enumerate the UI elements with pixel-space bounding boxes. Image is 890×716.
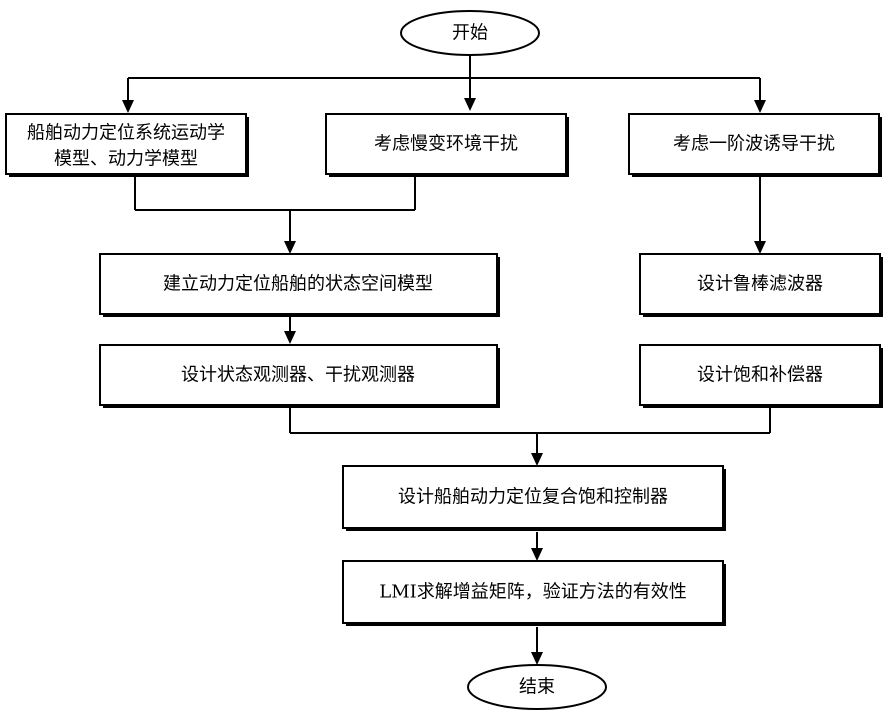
composite-controller-node: 设计船舶动力定位复合饱和控制器 [343, 466, 726, 531]
lmi-node: LMI求解增益矩阵，验证方法的有效性 [343, 561, 726, 626]
model-label-line2: 模型、动力学模型 [54, 149, 198, 170]
arrowhead-to-model [122, 100, 134, 113]
composite-controller-label: 设计船舶动力定位复合饱和控制器 [398, 487, 668, 508]
end-label: 结束 [519, 677, 555, 698]
saturation-compensator-node: 设计饱和补偿器 [640, 345, 883, 408]
arrowhead-to-filter [754, 241, 766, 254]
lmi-label: LMI求解增益矩阵，验证方法的有效性 [379, 582, 687, 603]
robust-filter-label: 设计鲁棒滤波器 [697, 274, 823, 295]
observers-node: 设计状态观测器、干扰观测器 [100, 345, 500, 408]
saturation-compensator-label: 设计饱和补偿器 [697, 365, 823, 386]
state-space-label: 建立动力定位船舶的状态空间模型 [163, 274, 433, 295]
end-node: 结束 [468, 665, 606, 709]
robust-filter-node: 设计鲁棒滤波器 [640, 254, 883, 317]
arrowhead-to-observers [284, 331, 296, 344]
state-space-node: 建立动力定位船舶的状态空间模型 [100, 254, 500, 317]
wave-disturbance-node: 考虑一阶波诱导干扰 [629, 114, 882, 177]
model-node: 船舶动力定位系统运动学 模型、动力学模型 [6, 114, 249, 177]
arrowhead-to-end [531, 652, 543, 665]
start-node: 开始 [401, 11, 539, 55]
arrowhead-to-lmi [531, 548, 543, 561]
arrowhead-to-wave [754, 100, 766, 113]
slow-disturbance-node: 考虑慢变环境干扰 [326, 114, 569, 177]
wave-disturbance-label: 考虑一阶波诱导干扰 [673, 134, 835, 155]
arrowhead-to-controller [531, 453, 543, 466]
start-label: 开始 [452, 23, 488, 44]
model-label-line1: 船舶动力定位系统运动学 [27, 123, 225, 144]
arrowhead-to-slow [464, 98, 476, 111]
arrowhead-to-state-space [284, 241, 296, 254]
slow-disturbance-label: 考虑慢变环境干扰 [374, 134, 518, 155]
observers-label: 设计状态观测器、干扰观测器 [181, 365, 415, 386]
